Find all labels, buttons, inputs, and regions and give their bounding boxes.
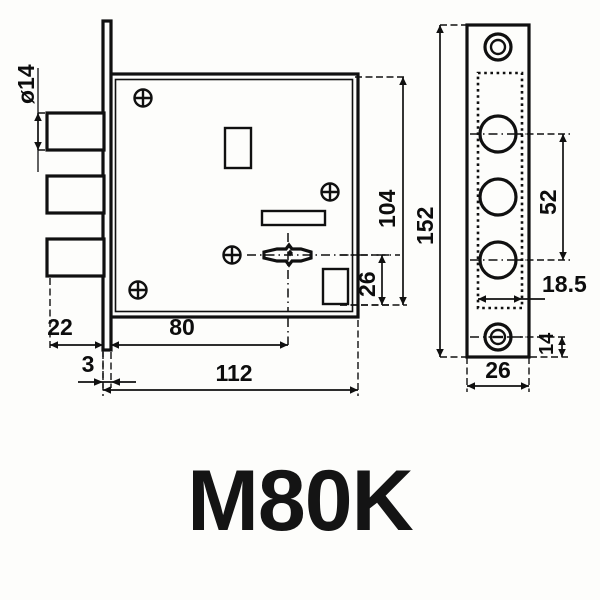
- dimension-label-104: 104: [374, 189, 400, 228]
- dimension-label-26v: 26: [354, 271, 380, 297]
- dimension-80: 80: [110, 314, 288, 349]
- front-view: [45, 19, 400, 352]
- dimension-18-5: 18.5: [478, 271, 587, 303]
- dimension-label-80: 80: [169, 314, 195, 340]
- dimension-label-22: 22: [47, 314, 73, 340]
- lock-body-case: [108, 72, 360, 319]
- internal-window-lower: [321, 267, 350, 306]
- dimension-14: 14: [516, 332, 568, 358]
- page-title: M80K: [187, 453, 413, 549]
- dimension-label-dia14: ø14: [13, 64, 39, 104]
- dimension-22: 22: [47, 278, 103, 349]
- faceplate-cutout-dotted: [476, 71, 524, 310]
- dimension-112: 112: [102, 320, 359, 396]
- dimension-label-152: 152: [412, 207, 438, 245]
- screw-hole-top: [483, 32, 513, 62]
- bolt-hole-group: [470, 114, 526, 280]
- screw-group: [128, 88, 340, 300]
- dimension-label-112: 112: [215, 360, 252, 386]
- screw-right: [320, 182, 340, 202]
- internal-window-upper: [223, 126, 253, 170]
- dimension-104: 104: [340, 76, 407, 306]
- dimension-label-26h: 26: [485, 357, 511, 383]
- dimension-label-3: 3: [82, 351, 95, 377]
- dimension-26-vertical: 26: [340, 254, 390, 306]
- dimension-label-14: 14: [536, 332, 558, 355]
- dimension-dia14: ø14: [13, 64, 52, 172]
- bolt-2: [45, 174, 106, 215]
- dimension-label-52: 52: [535, 189, 561, 215]
- dimension-26-horizontal: 26: [466, 357, 530, 392]
- screw-bottom-left: [128, 280, 148, 300]
- bolt-group: [45, 111, 106, 278]
- dimension-label-18-5: 18.5: [542, 271, 587, 297]
- screw-top-left: [133, 88, 153, 108]
- lock-internals: [128, 88, 400, 345]
- screw-center: [222, 245, 242, 265]
- internal-slot: [260, 209, 327, 227]
- dimension-152: 152: [412, 24, 470, 358]
- bolt-3: [45, 237, 106, 278]
- screw-hole-bottom: [470, 322, 526, 352]
- bolt-hole-2: [478, 177, 518, 217]
- bolt-1: [45, 111, 106, 152]
- dimension-52: 52: [516, 133, 570, 261]
- side-view-faceplate: [465, 23, 531, 359]
- dimension-3: 3: [78, 350, 136, 388]
